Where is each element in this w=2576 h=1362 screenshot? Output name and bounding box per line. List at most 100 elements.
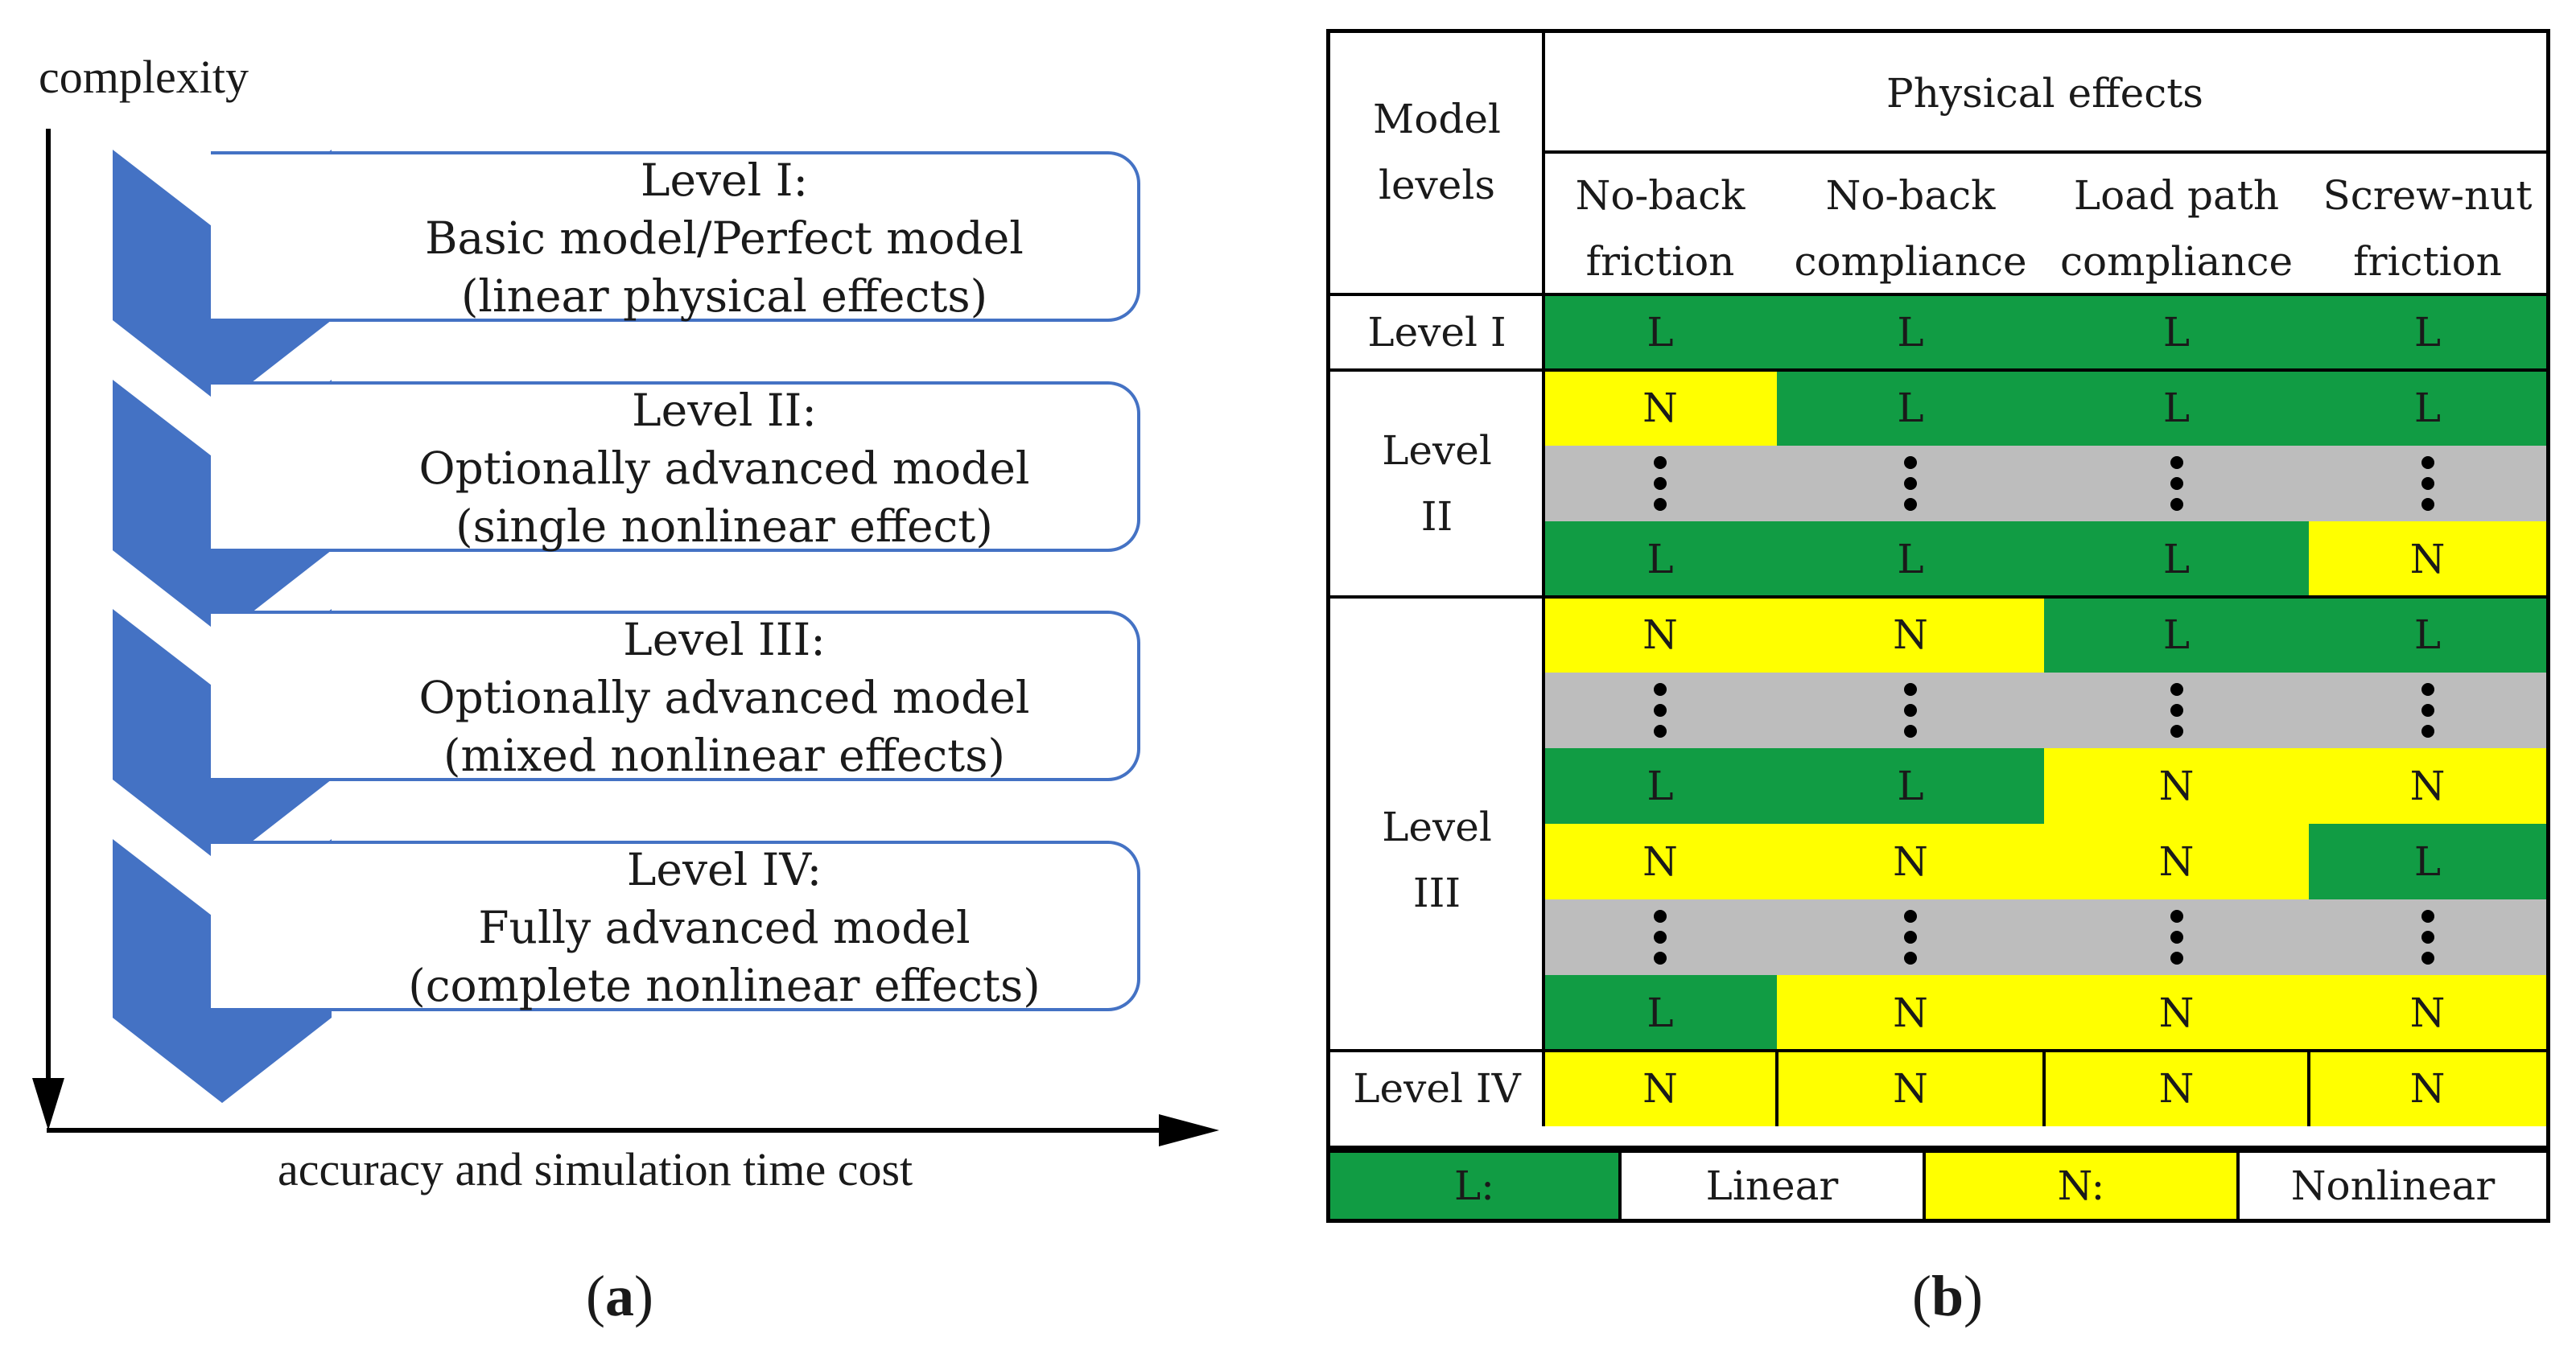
value-cell: L — [1544, 294, 1777, 370]
level-1-text: Level I: Basic model/Perfect model (line… — [185, 151, 1263, 325]
value-cell: N — [2044, 748, 2309, 824]
legend-nonlinear-key: N: — [1926, 1153, 2240, 1219]
grid-line-horizontal — [1544, 150, 2546, 154]
dot — [1904, 704, 1917, 717]
panel-b-caption: (b) — [1912, 1264, 1984, 1328]
grid-line-horizontal — [1330, 293, 2546, 296]
level-4-model: Fully advanced model — [478, 902, 971, 953]
value-cell: N — [2044, 975, 2309, 1051]
value-cell: L — [2044, 294, 2309, 370]
value-cell: L — [1544, 748, 1777, 824]
value-cell: N — [1777, 975, 2044, 1051]
header-column-line: No-back — [1575, 171, 1745, 219]
dot — [2421, 952, 2434, 965]
value-cell: N — [2044, 824, 2309, 899]
level-3-effects: (mixed nonlinear effects) — [443, 730, 1005, 781]
value-cell: L — [2309, 294, 2546, 370]
dot — [1904, 683, 1917, 696]
level-2-title: Level II: — [632, 385, 817, 436]
x-axis-label: accuracy and simulation time cost — [278, 1143, 913, 1195]
level-3-model: Optionally advanced model — [418, 672, 1030, 723]
dot — [1904, 910, 1917, 923]
value-cell: N — [1544, 1051, 1777, 1126]
dot — [1904, 952, 1917, 965]
grid-line-vertical — [1542, 33, 1545, 1126]
dot — [1654, 952, 1667, 965]
level-label-line: II — [1420, 493, 1453, 540]
value-cell: N — [1544, 824, 1777, 899]
dot — [2170, 725, 2183, 738]
value-cell: N — [1544, 597, 1777, 673]
value-cell: L — [1544, 521, 1777, 597]
dot — [1654, 683, 1667, 696]
header-column-line: No-back — [1825, 171, 1996, 219]
level-2-model: Optionally advanced model — [418, 442, 1030, 494]
ellipsis-cell — [2044, 899, 2309, 975]
dot — [2421, 704, 2434, 717]
value-cell: L — [1777, 521, 2044, 597]
dot — [2170, 456, 2183, 469]
dot — [2170, 952, 2183, 965]
grid-line-vertical — [2042, 1051, 2046, 1126]
level-2-box — [211, 381, 1140, 552]
dot — [1904, 477, 1917, 490]
level-label-line: Level IV — [1353, 1065, 1521, 1112]
header-column-line: compliance — [2059, 237, 2294, 285]
value-cell: N — [2309, 748, 2546, 824]
ellipsis-cell — [1777, 673, 2044, 748]
dot — [1904, 931, 1917, 944]
dot — [2421, 931, 2434, 944]
dot — [1654, 931, 1667, 944]
dot — [2170, 704, 2183, 717]
dot — [2421, 498, 2434, 511]
ellipsis-cell — [2309, 446, 2546, 521]
dot — [2421, 456, 2434, 469]
level-1-box — [211, 151, 1140, 322]
axis-diagram — [32, 129, 1219, 1146]
level-4-box — [211, 841, 1140, 1011]
value-cell: L — [2309, 824, 2546, 899]
grid-line-vertical — [1775, 1051, 1778, 1126]
level-label-line: III — [1412, 870, 1461, 916]
ellipsis-cell — [1544, 446, 1777, 521]
dot — [1904, 725, 1917, 738]
value-cell: N — [2044, 1051, 2309, 1126]
dot — [1654, 456, 1667, 469]
ellipsis-cell — [1544, 673, 1777, 748]
header-column-line: friction — [1585, 237, 1735, 285]
level-2-text: Level II: Optionally advanced model (sin… — [185, 381, 1263, 555]
legend-linear-value: Linear — [1622, 1153, 1926, 1219]
legend-linear-key: L: — [1330, 1153, 1622, 1219]
value-cell: N — [2309, 521, 2546, 597]
panel-a-caption: (a) — [586, 1264, 653, 1328]
level-1-title: Level I: — [640, 154, 809, 206]
value-cell: L — [2044, 370, 2309, 446]
header-column-1: No-back friction — [1544, 162, 1777, 294]
level-4-effects: (complete nonlinear effects) — [408, 960, 1041, 1011]
y-axis-label: complexity — [39, 51, 249, 103]
dot — [1654, 477, 1667, 490]
level-1-effects: (linear physical effects) — [460, 270, 988, 322]
level-3-title: Level III: — [623, 614, 826, 665]
grid-line-horizontal — [1330, 368, 2546, 372]
ellipsis-cell — [2309, 899, 2546, 975]
dot — [1904, 456, 1917, 469]
dot — [1654, 704, 1667, 717]
value-cell: N — [1777, 824, 2044, 899]
value-cell: L — [2309, 597, 2546, 673]
value-cell: L — [1777, 370, 2044, 446]
level-label-1: Level I — [1330, 294, 1544, 370]
header-column-2: No-back compliance — [1777, 162, 2044, 294]
value-cell: N — [1777, 1051, 2044, 1126]
ellipsis-cell — [2044, 446, 2309, 521]
value-cell: N — [1777, 597, 2044, 673]
legend-nonlinear-value: Nonlinear — [2240, 1153, 2546, 1219]
header-column-line: compliance — [1794, 237, 2027, 285]
value-cell: N — [1544, 370, 1777, 446]
level-label-line: Level I — [1367, 309, 1506, 356]
